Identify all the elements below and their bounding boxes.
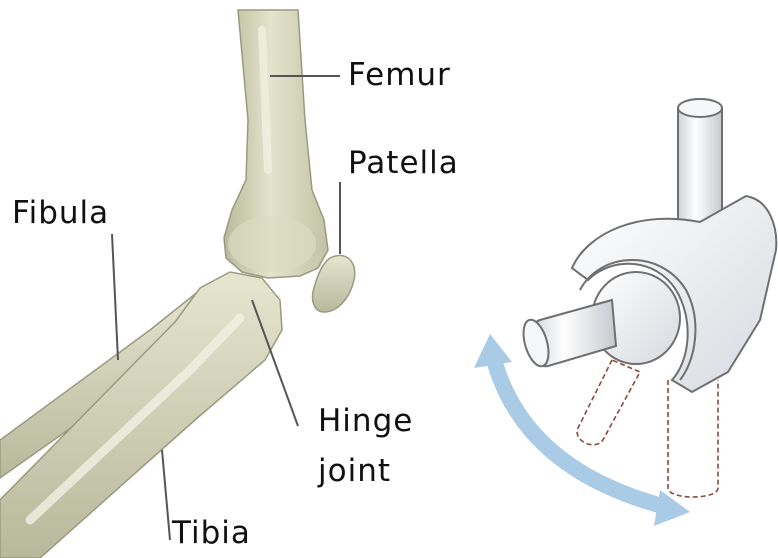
knee-bones-illustration: [0, 10, 355, 558]
double-headed-curved-arrow-icon: [492, 352, 670, 508]
label-fibula: Fibula: [12, 198, 109, 229]
label-hinge-line1: Hinge: [318, 406, 413, 437]
fibula-leader-line: [112, 234, 118, 360]
label-patella: Patella: [348, 148, 459, 179]
label-hinge-line2: joint: [318, 456, 391, 487]
hinge-model-illustration: [474, 99, 776, 526]
tibia-leader-line: [162, 450, 170, 540]
dashed-arm-position-2: [668, 380, 718, 497]
label-femur: Femur: [348, 60, 451, 91]
label-tibia: Tibia: [172, 518, 251, 549]
dashed-arm-position-1: [577, 360, 640, 445]
